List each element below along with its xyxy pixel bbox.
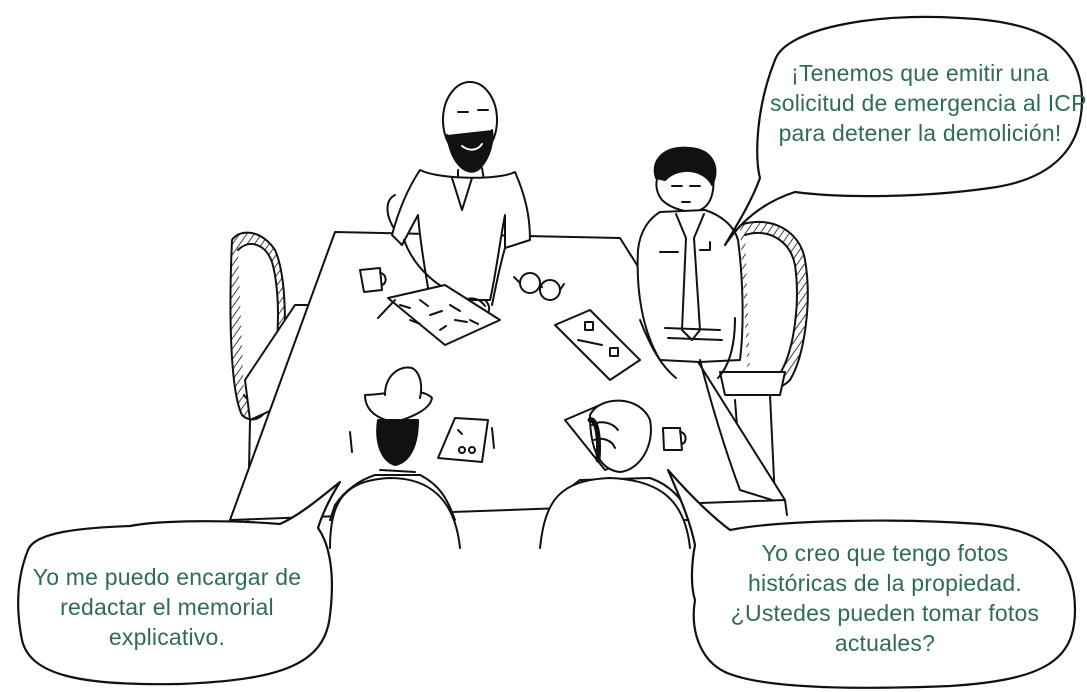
speech-bubble-left [17,480,342,686]
speech-bubble-right [666,468,1077,689]
speech-bubble-top [723,15,1084,247]
man-in-uniform [636,146,773,501]
speech-line: explicativo. [108,624,226,650]
speech-line: Yo me puedo encargar de [32,564,302,590]
speech-line: Yo creo que tengo fotos [761,540,1009,566]
front-chair-backs [329,477,691,549]
right-chair [719,220,809,501]
speech-line: para detener la demolición! [778,120,1062,146]
speech-line: redactar el memorial [60,594,274,620]
speech-line: históricas de la propiedad. [748,570,1022,596]
speech-text-bottom-left: Yo me puedo encargar de redactar el memo… [22,562,312,652]
speech-line: actuales? [834,630,936,656]
speech-text-bottom-right: Yo creo que tengo fotos históricas de la… [725,538,1045,658]
speech-line: solicitud de emergencia al ICP [770,90,1087,116]
bald-man [386,81,531,315]
speech-line: ¿Ustedes pueden tomar fotos [730,600,1040,626]
speech-text-top-right: ¡Tenemos que emitir una solicitud de eme… [770,58,1087,148]
speech-line: ¡Tenemos que emitir una [791,60,1049,86]
